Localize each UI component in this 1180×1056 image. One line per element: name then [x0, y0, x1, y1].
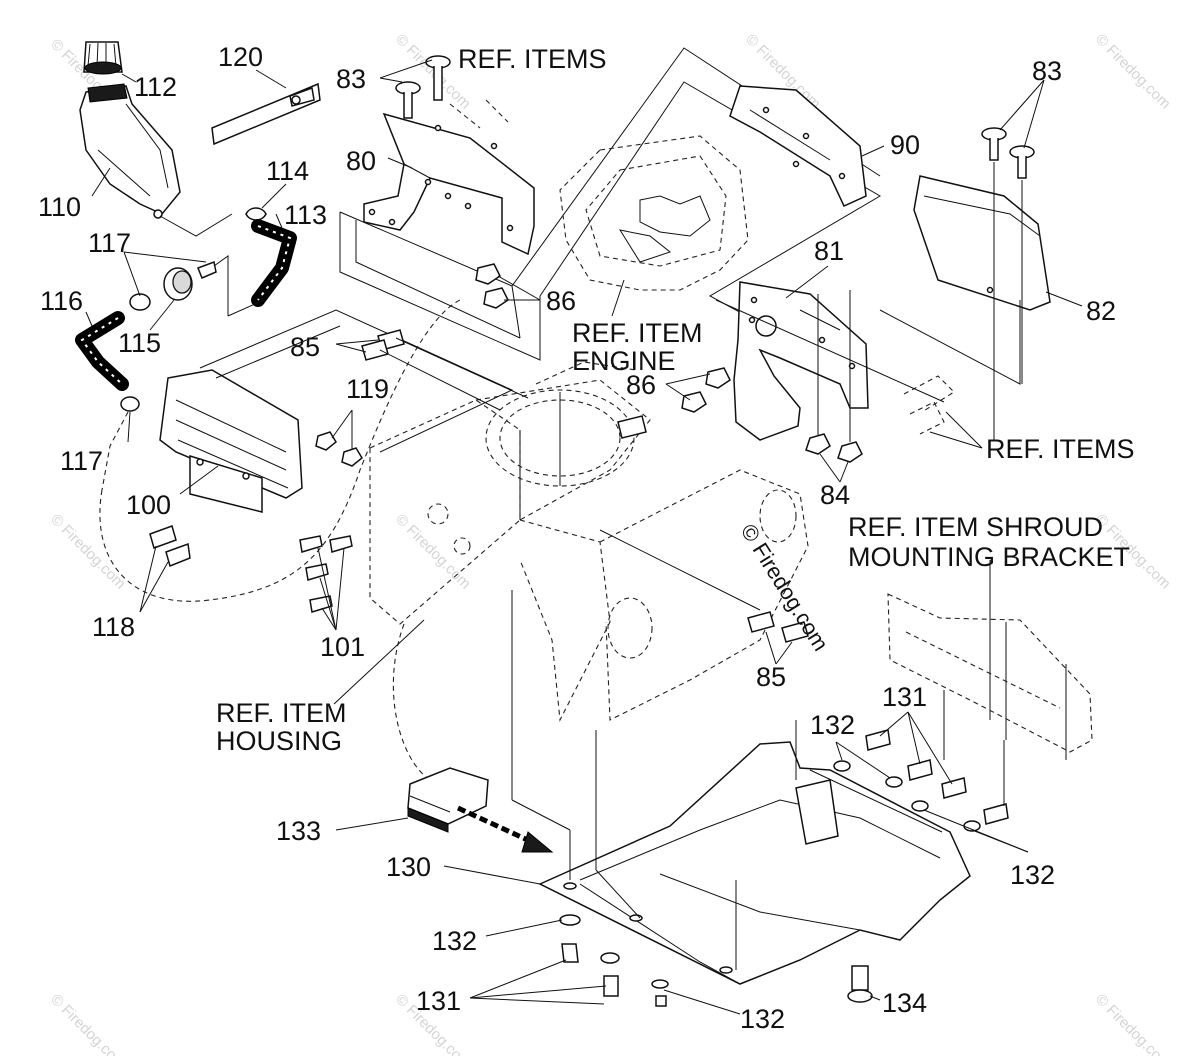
engine-reference	[559, 135, 749, 291]
clamp-117	[120, 396, 140, 412]
label-132: 132	[740, 1004, 785, 1034]
label-86: 86	[626, 370, 656, 400]
label-130: 130	[386, 852, 431, 882]
pad-133	[407, 767, 489, 833]
label-82: 82	[1086, 296, 1116, 326]
nuts-84	[805, 433, 863, 463]
watermark: © Firedog.com	[1092, 31, 1174, 113]
screw-134	[847, 965, 873, 1003]
fuel-line-113	[251, 219, 297, 307]
label-112: 112	[134, 72, 177, 102]
label-131: 131	[416, 986, 461, 1016]
shroud-mounting-bracket-reference	[887, 593, 1093, 760]
fuel-tank-110	[79, 83, 181, 219]
screws-83	[395, 55, 451, 119]
belt-cover-130	[538, 741, 971, 985]
fuel-cap-112	[83, 41, 123, 75]
label-85: 85	[756, 662, 786, 692]
label-101: 101	[320, 632, 365, 662]
label-81: 81	[814, 236, 844, 266]
label-117: 117	[88, 228, 131, 258]
label-119: 119	[346, 374, 389, 404]
bolts-85-upper	[361, 329, 405, 361]
label-ref-items: REF. ITEMS	[458, 44, 607, 74]
tank-bracket-100	[159, 369, 303, 513]
fuel-filter-115	[129, 260, 217, 311]
label-86: 86	[546, 286, 576, 316]
bolts-118	[149, 525, 191, 568]
housing-reference	[369, 361, 809, 722]
engine-bracket-81	[733, 281, 869, 441]
bolts-85-lower	[747, 611, 809, 643]
label-ref-item-shroud: MOUNTING BRACKET	[848, 542, 1130, 572]
label-117: 117	[60, 446, 103, 476]
label-80: 80	[346, 146, 376, 176]
label-83: 83	[336, 64, 366, 94]
label-ref-item-engine: REF. ITEM	[572, 318, 703, 348]
label-131: 131	[882, 682, 927, 712]
part-labels: 83 REF. ITEMS 120 112 110 114 113 117 11…	[38, 42, 1135, 1034]
watermark: © Firedog.com	[1092, 991, 1174, 1056]
watermark: © Firedog.com	[47, 991, 129, 1056]
label-115: 115	[118, 328, 161, 358]
label-90: 90	[890, 130, 920, 160]
label-120: 120	[218, 42, 263, 72]
bracket-90	[729, 85, 867, 207]
label-ref-items: REF. ITEMS	[986, 434, 1135, 464]
label-132: 132	[810, 710, 855, 740]
nuts-86-lower	[681, 367, 731, 413]
watermark: © Firedog.com	[47, 511, 129, 593]
label-84: 84	[820, 480, 850, 510]
leader-lines	[85, 59, 1083, 1015]
fuel-line-116	[75, 311, 129, 391]
label-114: 114	[266, 156, 309, 186]
hardware-131-132-upper	[833, 729, 1009, 832]
label-118: 118	[92, 612, 135, 642]
label-ref-item-housing: HOUSING	[216, 726, 342, 756]
install-direction-arrow	[456, 805, 554, 853]
label-133: 133	[276, 816, 321, 846]
label-ref-item-engine: ENGINE	[572, 346, 676, 376]
label-83: 83	[1032, 56, 1062, 86]
fuel-shutoff-bracket-120	[211, 82, 321, 146]
nuts-86-upper	[475, 263, 509, 309]
label-132: 132	[1010, 860, 1055, 890]
shroud-82	[913, 175, 1051, 311]
clamp-114	[245, 207, 267, 221]
label-113: 113	[284, 200, 327, 230]
screws-83-right	[981, 127, 1035, 179]
label-134: 134	[882, 988, 927, 1018]
label-116: 116	[40, 286, 83, 316]
label-ref-item-shroud: REF. ITEM SHROUD	[848, 512, 1103, 542]
label-110: 110	[38, 192, 81, 222]
label-ref-item-housing: REF. ITEM	[216, 698, 347, 728]
label-132: 132	[432, 926, 477, 956]
bolts-101	[299, 535, 353, 613]
nuts-119	[315, 431, 363, 467]
engine-bracket-80	[363, 112, 535, 256]
label-85: 85	[290, 332, 320, 362]
label-100: 100	[126, 490, 171, 520]
hardware-131-132-lower	[559, 914, 669, 1007]
